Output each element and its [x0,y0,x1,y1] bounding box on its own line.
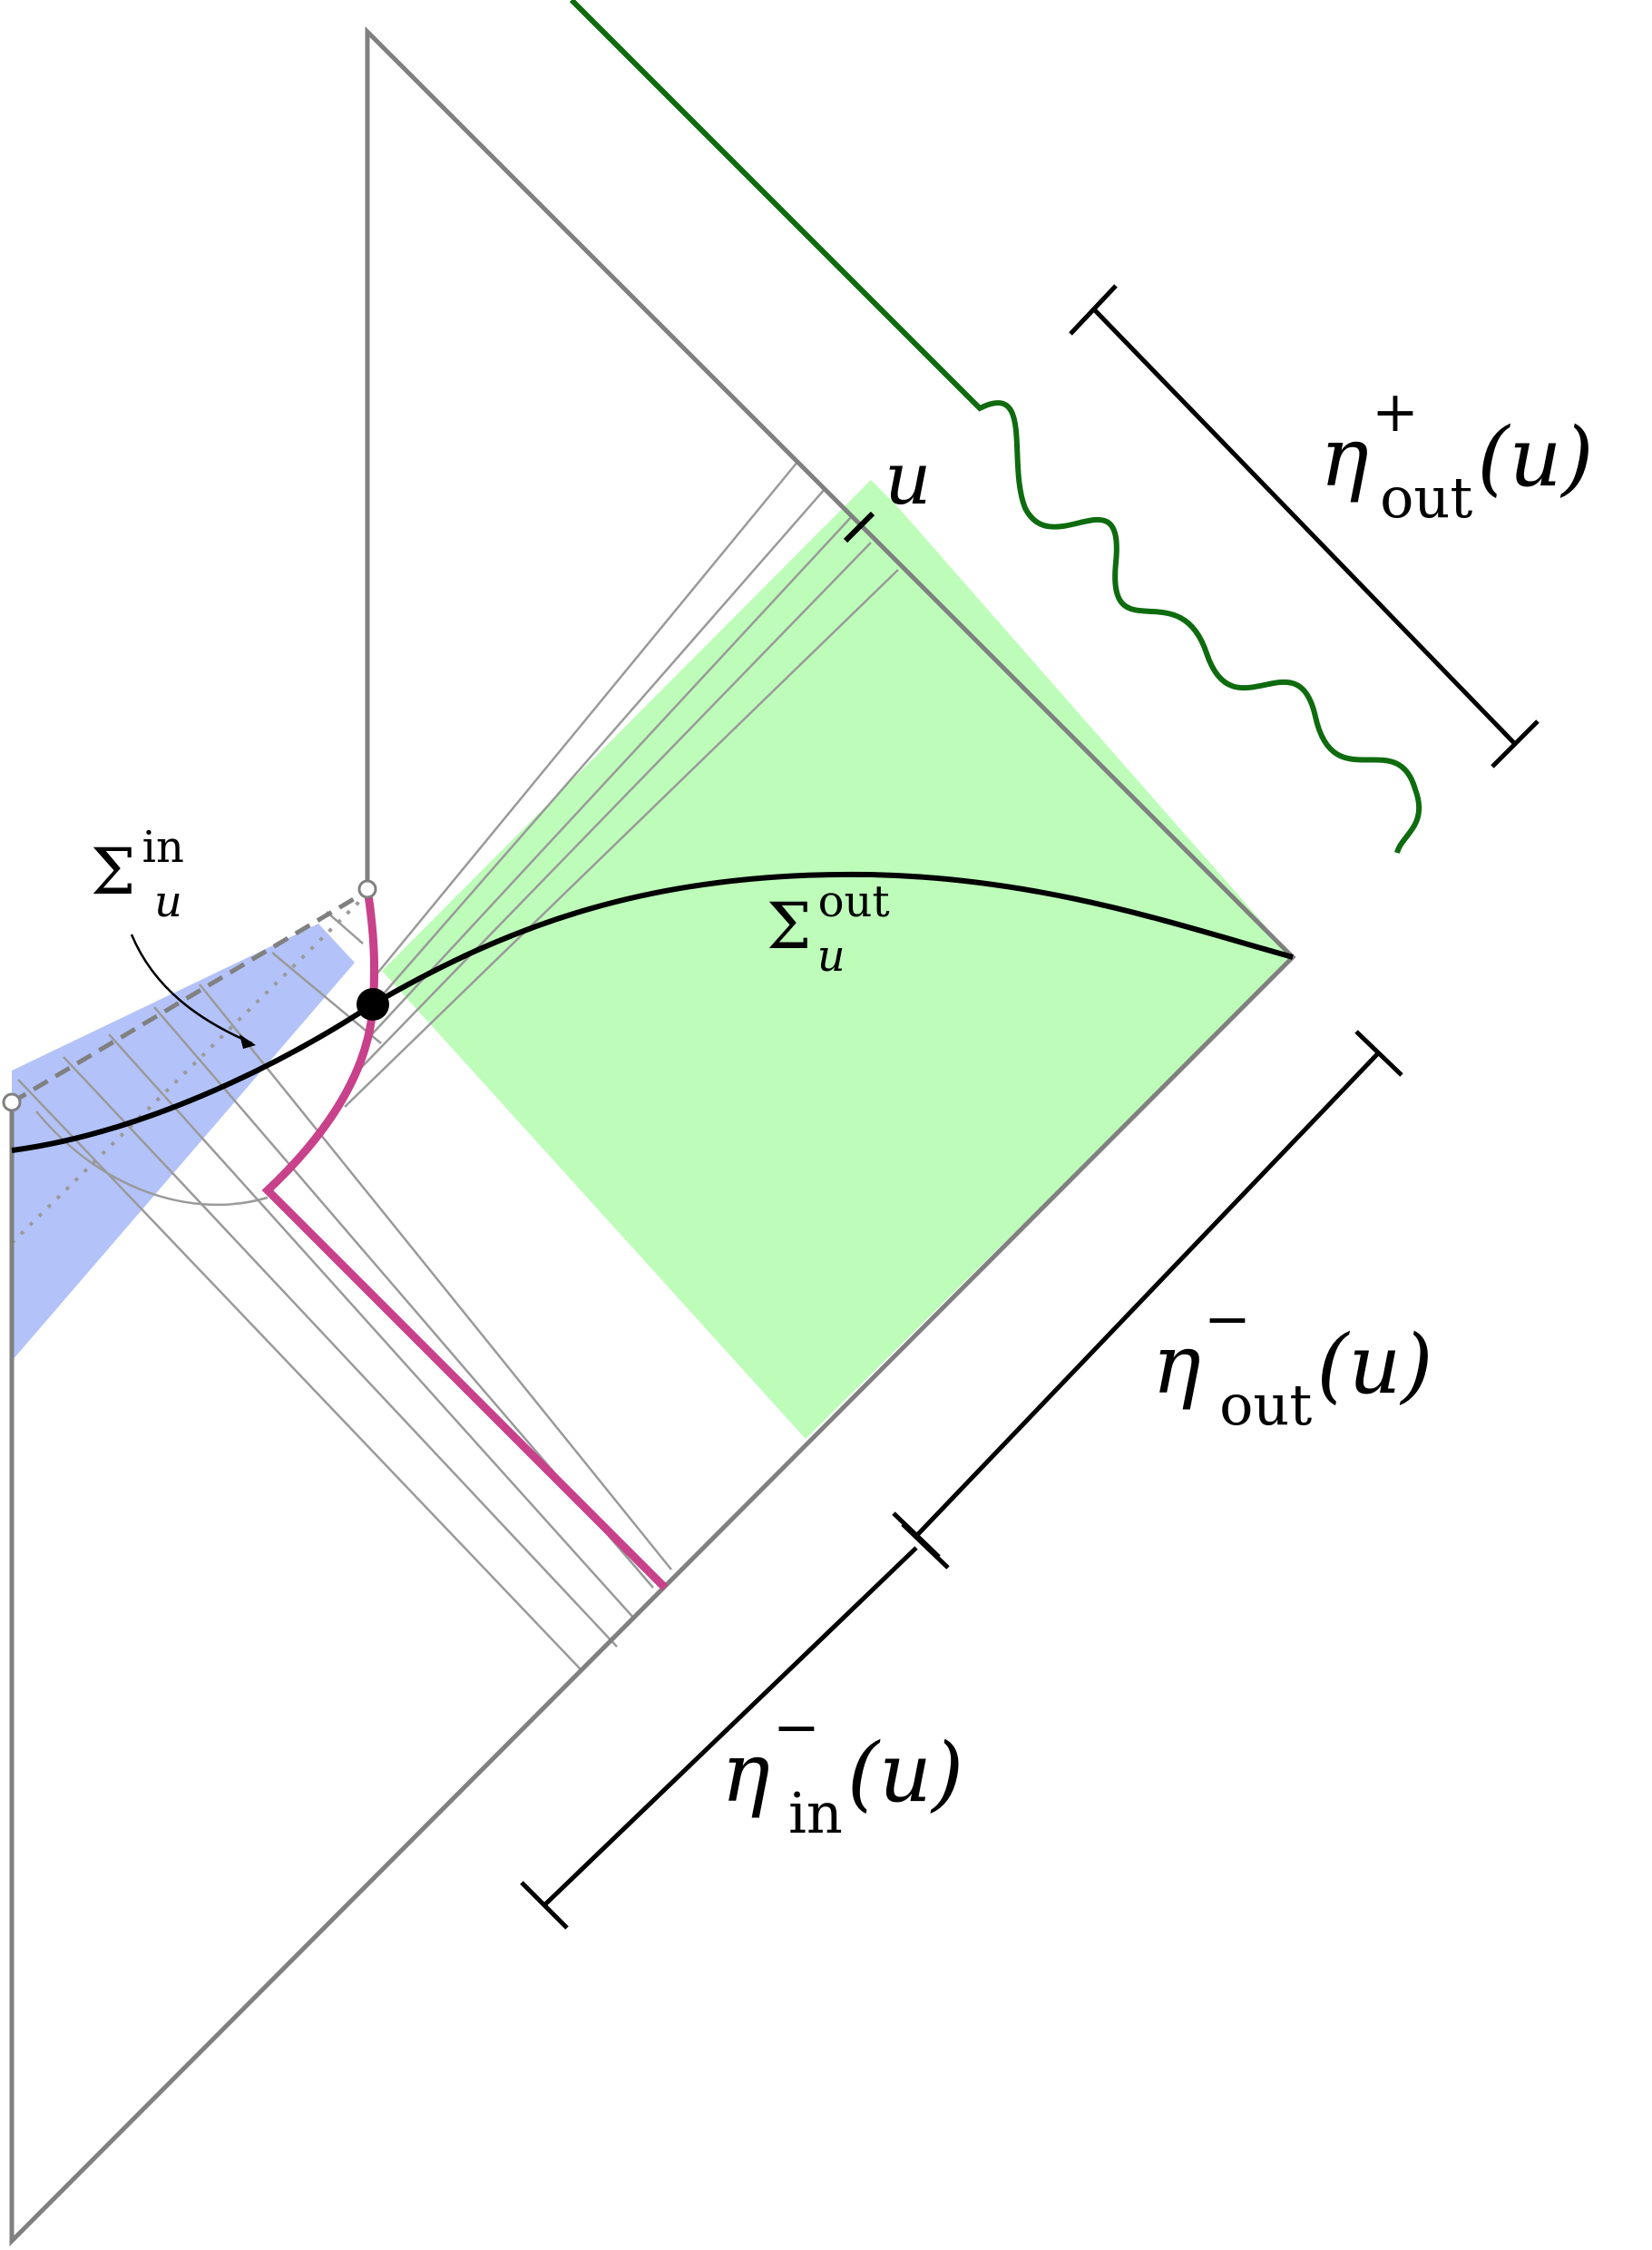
green-region [382,480,1293,1439]
magenta-worldline [261,888,669,1591]
wavy-signal [569,0,1422,855]
hatch-line-2 [371,487,826,1008]
label-sigma-in: Σ in u [91,822,189,927]
hatch-line-8 [108,1033,636,1620]
label-eta-out-minus: η − out (u) [1152,1286,1433,1438]
hatch-line-10 [199,983,672,1570]
label-eta-in-minus: η − in (u) [721,1694,963,1846]
hatch-line-6 [17,1079,582,1670]
bracket-eta-out-plus [1069,284,1540,768]
u-tick [843,511,875,543]
bracket-eta-in-minus [520,1546,918,1930]
open-endpoint-top [357,879,377,899]
hatch-line-1 [371,460,799,981]
hatch-line-12 [326,911,364,944]
label-eta-out-plus: η + out (u) [1320,378,1594,531]
sigma-in-arrowhead [239,1034,256,1049]
hatch-line-7 [63,1056,618,1648]
label-u: u [885,436,932,521]
blue-region [12,924,355,1361]
hatch-line-5 [344,569,899,1108]
intersection-point [357,988,389,1021]
label-sigma-out: Σ out u [767,876,894,982]
cauchy-slice [11,871,1294,1153]
hatch-line-3 [371,514,854,1035]
open-endpoint-left [2,1092,22,1112]
hatch-line-11 [271,952,382,1044]
sigma-in-arrow [130,934,253,1045]
dashed-boundary [10,888,369,1105]
hatch-line-4 [357,542,872,1071]
bracket-eta-out-minus [892,1030,1403,1570]
